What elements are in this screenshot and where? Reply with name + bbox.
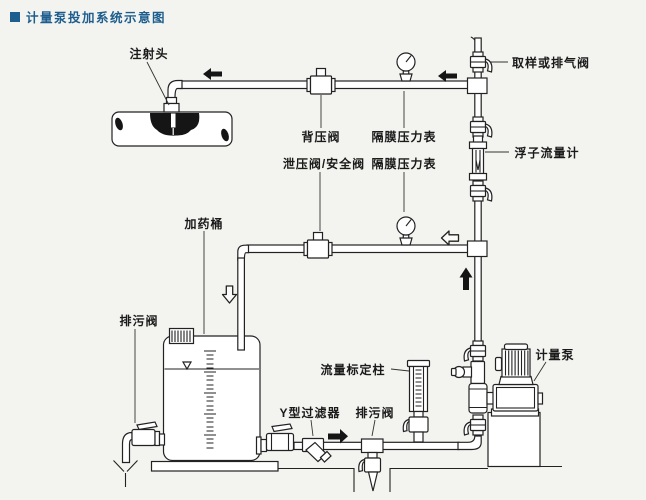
- left-drain-valve: [113, 421, 166, 487]
- pump-pedestal: [487, 411, 541, 468]
- motor-base: [498, 375, 534, 386]
- motor-tab: [494, 356, 503, 372]
- label-gauge-top: 隔膜压力表: [371, 129, 436, 144]
- relief-return-pipe: [237, 244, 469, 351]
- label-pointers: [134, 61, 547, 437]
- floor-lines: [278, 465, 562, 492]
- title-bullet-icon: [10, 11, 20, 22]
- float-flowmeter: [468, 135, 488, 181]
- label-metering-pump: 计量泵: [535, 347, 574, 362]
- title-text: 计量泵投加系统示意图: [26, 11, 167, 25]
- pipe-tee-top: [466, 77, 488, 95]
- tank-scale: [204, 350, 216, 449]
- label-dosing-tank: 加药桶: [183, 216, 223, 231]
- label-drain-valve-left: 排污阀: [119, 313, 158, 328]
- label-float-flowmeter: 浮子流量计: [514, 145, 579, 160]
- label-gauge-bottom: 隔膜压力表: [371, 156, 436, 171]
- label-injection-head: 注射头: [129, 46, 168, 61]
- gauge-port-tee: [450, 360, 486, 385]
- flow-arrow-up-icon: [459, 267, 473, 290]
- flow-arrow-left-hollow-icon: [440, 230, 460, 246]
- tank-platform: [150, 460, 279, 472]
- label-relief-safety-valve: 泄压阀/安全阀: [283, 156, 365, 171]
- water-level-marker: [181, 361, 193, 371]
- riser-valve-lower: [469, 180, 493, 202]
- label-drain-valve-bottom: 排污阀: [355, 405, 394, 420]
- tank-outlet-valve: [255, 423, 295, 455]
- drain-outlet-icon: [113, 460, 138, 487]
- flow-arrow-down-hollow-icon: [221, 285, 238, 304]
- motor-fins: [504, 350, 529, 376]
- label-back-pressure-valve: 背压阀: [301, 129, 340, 144]
- pump-head-manifold: [468, 382, 495, 414]
- pipe-tee-middle: [466, 240, 488, 258]
- diaphragm-pressure-gauge-bottom: [396, 216, 416, 246]
- metering-pump: [490, 343, 544, 417]
- diaphragm-pressure-gauge-top: [396, 52, 416, 82]
- riser-valve-upper: [469, 116, 493, 138]
- flow-calibration-column: [402, 359, 431, 443]
- label-calibration-column: 流量标定柱: [320, 362, 385, 377]
- motor-cap: [503, 343, 529, 351]
- page-title: 计量泵投加系统示意图: [10, 7, 166, 26]
- label-y-strainer: Y型过滤器: [279, 405, 340, 420]
- bottom-drain-valve: [358, 438, 384, 492]
- pump-discharge-valve: [463, 340, 487, 362]
- back-pressure-valve: [306, 67, 336, 95]
- label-sampling-vent-valve: 取样或排气阀: [512, 55, 590, 70]
- relief-safety-valve: [303, 231, 333, 259]
- sampling-vent-valve: [469, 51, 493, 73]
- motor-body: [501, 348, 531, 378]
- pump-body: [492, 383, 539, 412]
- injection-head: [150, 79, 200, 136]
- flow-arrow-left-top-icon: [203, 68, 222, 80]
- flow-arrow-left-right-icon: [438, 70, 457, 82]
- flow-arrow-right-icon: [328, 429, 348, 444]
- y-strainer: [301, 437, 332, 463]
- pump-suction-valve: [463, 414, 487, 436]
- dosing-tank: [162, 327, 261, 462]
